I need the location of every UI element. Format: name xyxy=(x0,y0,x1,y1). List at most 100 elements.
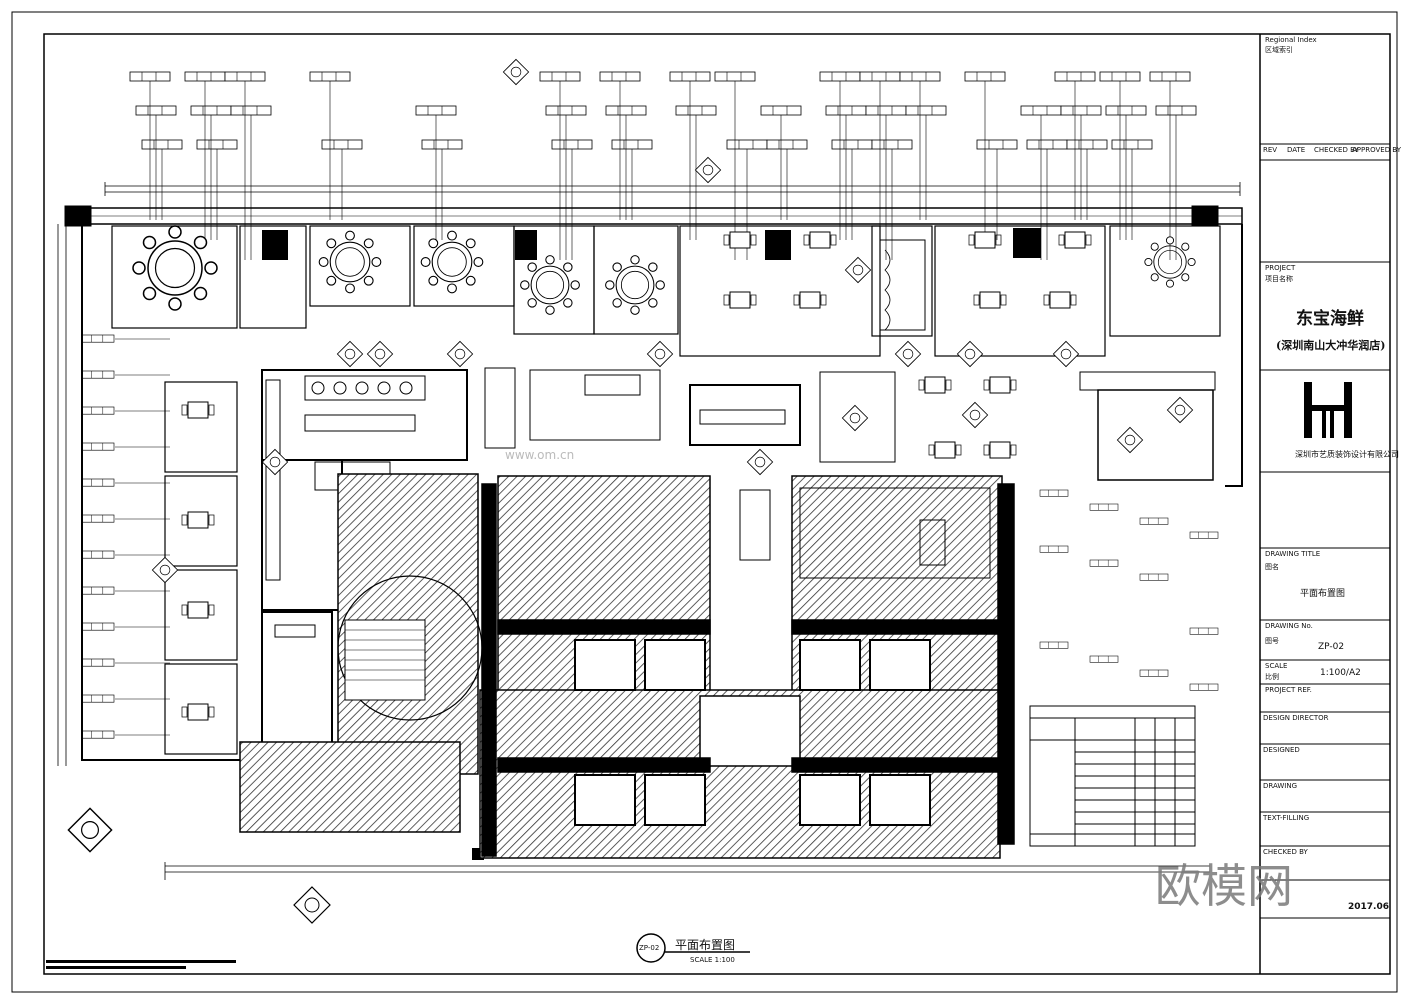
callout-tag xyxy=(669,71,711,82)
project-name: 东宝海鲜 xyxy=(1296,309,1364,329)
company-name: 深圳市艺质装饰设计有限公司 xyxy=(1295,450,1399,459)
section-marker xyxy=(694,156,722,184)
section-marker xyxy=(336,340,364,368)
callout-tag xyxy=(819,71,861,82)
elevators xyxy=(574,639,931,826)
section-marker xyxy=(366,340,394,368)
callout-tag xyxy=(1149,71,1191,82)
callout-tag xyxy=(1089,655,1119,663)
callout-tag xyxy=(190,105,232,116)
date-value: 2017.06 xyxy=(1348,902,1389,912)
callout-tag xyxy=(605,105,647,116)
text-filling-label: TEXT-FILLING xyxy=(1263,814,1310,822)
callout-tag xyxy=(230,105,272,116)
callout-tag xyxy=(831,139,873,150)
callout-tag xyxy=(714,71,756,82)
section-marker xyxy=(1166,396,1194,424)
plan-title: 平面布置图 xyxy=(675,938,736,952)
reception xyxy=(819,371,1216,481)
drawing-label: DRAWING xyxy=(1263,782,1298,790)
callout-tag xyxy=(415,105,457,116)
rev-header-rev: REV xyxy=(1263,146,1278,154)
callout-tag xyxy=(1026,139,1068,150)
callout-tag xyxy=(1020,105,1062,116)
scale-value: 1:100/A2 xyxy=(1320,668,1361,678)
section-marker xyxy=(746,448,774,476)
callout-tag xyxy=(81,658,115,667)
callout-tag xyxy=(224,71,266,82)
section-marker xyxy=(1116,426,1144,454)
callout-tag xyxy=(421,139,463,150)
regional-index-label: Regional Index xyxy=(1265,36,1317,44)
callout-tag xyxy=(545,105,587,116)
title-block-lines xyxy=(1260,143,1390,919)
section-marker xyxy=(502,58,530,86)
callout-tag xyxy=(81,730,115,739)
section-marker xyxy=(894,340,922,368)
section-marker xyxy=(1052,340,1080,368)
callout-tag xyxy=(976,139,1018,150)
callout-tag xyxy=(825,105,867,116)
leader-lines xyxy=(115,81,1177,736)
callout-tag xyxy=(871,139,913,150)
section-marker xyxy=(646,340,674,368)
project-ref-label: PROJECT REF. xyxy=(1265,686,1312,694)
callout-tag xyxy=(726,139,768,150)
callout-tag xyxy=(1139,669,1169,677)
project-subtitle: (深圳南山大冲华润店) xyxy=(1276,339,1386,352)
callout-tag xyxy=(81,334,115,343)
legend-notes xyxy=(46,960,236,969)
booth-bench xyxy=(879,239,926,331)
section-marker xyxy=(961,401,989,429)
design-director-label: DESIGN DIRECTOR xyxy=(1263,714,1329,722)
callout-tag xyxy=(81,622,115,631)
regional-index-zh: 区域索引 xyxy=(1265,46,1293,54)
callout-tag xyxy=(905,105,947,116)
callout-tag xyxy=(760,105,802,116)
scale-zh: 比例 xyxy=(1265,673,1279,681)
washrooms xyxy=(739,487,991,579)
callout-tag xyxy=(675,105,717,116)
top-dimension xyxy=(104,182,1241,196)
callout-tag xyxy=(964,71,1006,82)
callout-tag xyxy=(81,694,115,703)
drawing-no-label: DRAWING No. xyxy=(1265,622,1313,630)
stair-circle xyxy=(337,575,483,721)
kitchen xyxy=(261,367,801,751)
callout-tag xyxy=(81,406,115,415)
designed-label: DESIGNED xyxy=(1263,746,1300,754)
section-marker xyxy=(446,340,474,368)
callout-tag xyxy=(1105,105,1147,116)
callout-tag xyxy=(81,370,115,379)
callout-tag xyxy=(141,139,183,150)
drawing-title-zh-label: 图名 xyxy=(1265,563,1279,571)
callout-tag xyxy=(766,139,808,150)
plan-tag: ZP-02 xyxy=(639,944,660,952)
callout-tag xyxy=(1039,641,1069,649)
area-schedule-table xyxy=(1029,705,1196,847)
scale-label: SCALE xyxy=(1265,662,1288,670)
callout-tag xyxy=(1189,627,1219,635)
section-marker xyxy=(956,340,984,368)
drawing-title: 平面布置图 xyxy=(1300,589,1346,599)
callout-tag xyxy=(899,71,941,82)
callout-tag xyxy=(1189,531,1219,539)
callout-tag xyxy=(81,550,115,559)
callout-tag xyxy=(611,139,653,150)
callout-tag xyxy=(859,71,901,82)
callout-tag xyxy=(196,139,238,150)
section-marker xyxy=(844,256,872,284)
project-label-zh: 项目名称 xyxy=(1265,275,1293,283)
left-dimension xyxy=(57,224,67,766)
plan-scale: SCALE 1:100 xyxy=(690,956,735,964)
callout-tag xyxy=(81,586,115,595)
section-marker xyxy=(151,556,179,584)
callout-tag xyxy=(1066,139,1108,150)
checked-label: CHECKED BY xyxy=(1263,848,1308,856)
columns xyxy=(262,228,1041,860)
callout-tag xyxy=(129,71,171,82)
callout-tag xyxy=(1089,503,1119,511)
callout-tag xyxy=(1039,489,1069,497)
plan-title-symbol xyxy=(67,807,750,963)
callout-tag xyxy=(1139,517,1169,525)
